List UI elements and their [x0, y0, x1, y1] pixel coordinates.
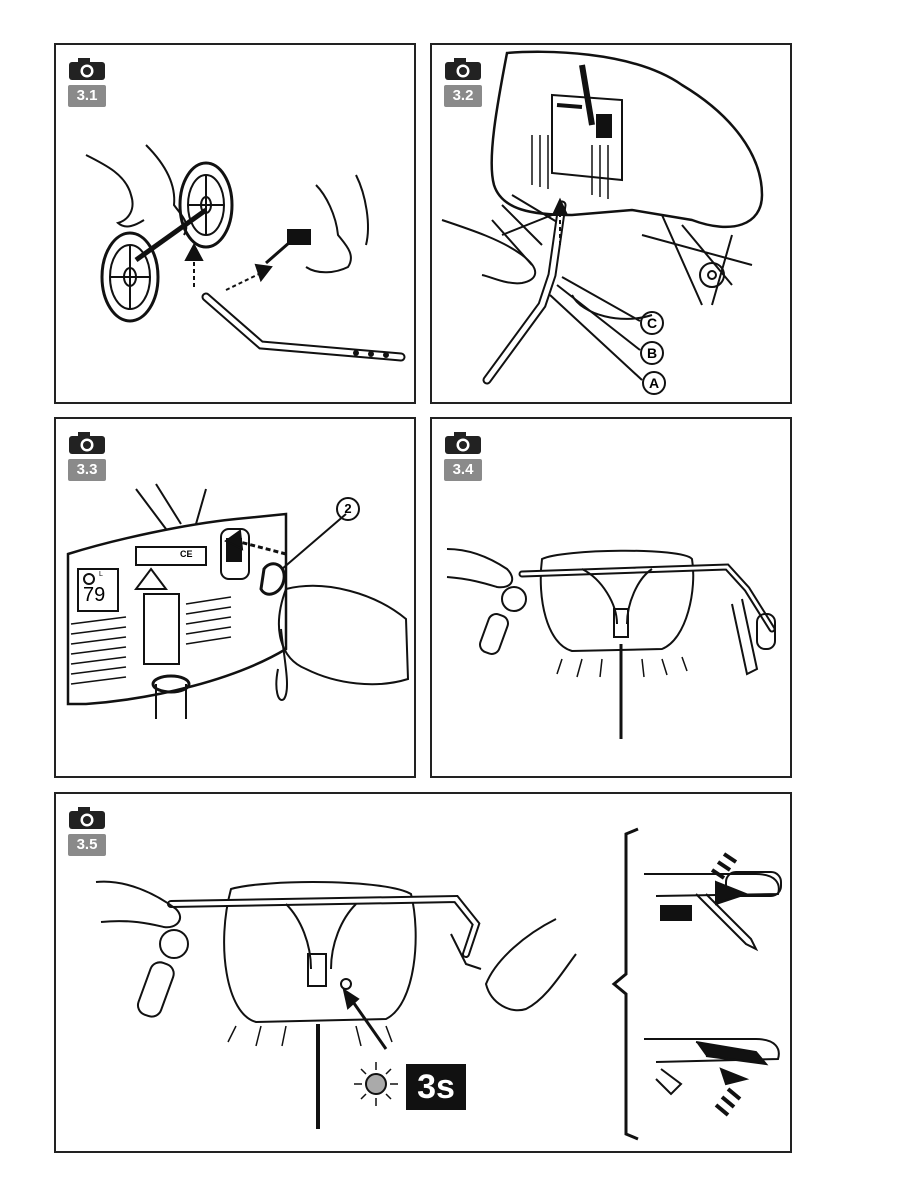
figure-panel-3-4: 3.4 — [430, 417, 792, 778]
callout-2: 2 — [336, 497, 360, 521]
figure-panel-3-2: 3.2 C B A — [430, 43, 792, 404]
figure-panel-3-1: 3.1 — [54, 43, 416, 404]
plate-ce-mark: CE — [180, 549, 193, 559]
figure-panel-3-3: 3.3 CE 79 L 2 — [54, 417, 416, 778]
timer-badge: 3s — [406, 1064, 466, 1110]
wheel-assembly-illustration — [56, 45, 416, 404]
safety-key-illustration — [56, 419, 416, 778]
plate-noise-level: 79 — [83, 585, 105, 605]
figure-panel-3-5: 3.5 3s — [54, 792, 792, 1153]
handlebar-illustration — [432, 419, 792, 778]
tiller-rod-illustration — [432, 45, 792, 404]
callout-c: C — [640, 311, 664, 335]
callout-a: A — [642, 371, 666, 395]
callout-b: B — [640, 341, 664, 365]
plate-noise-unit: L — [99, 571, 103, 578]
